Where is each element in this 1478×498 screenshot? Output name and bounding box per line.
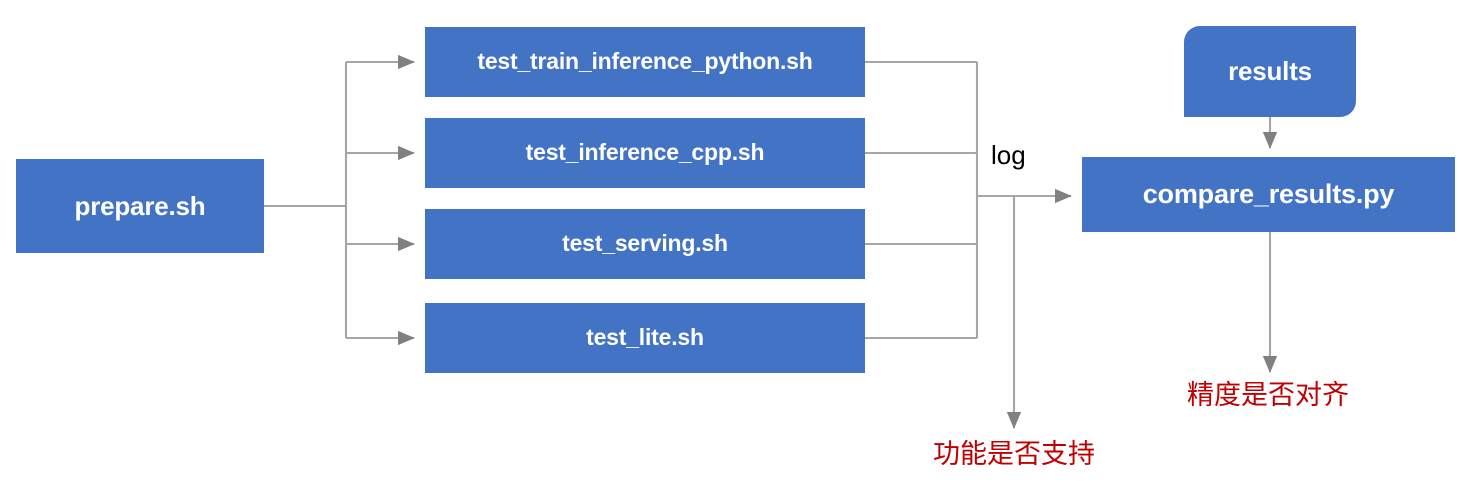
node-test-serving-sh[interactable]: test_serving.sh xyxy=(425,209,865,279)
node-test-lite-sh[interactable]: test_lite.sh xyxy=(425,303,865,373)
node-results[interactable]: results xyxy=(1184,26,1356,117)
edge-label-log: log xyxy=(991,140,1026,170)
node-compare-results-py[interactable]: compare_results.py xyxy=(1082,157,1455,232)
node-test-inference-cpp-sh[interactable]: test_inference_cpp.sh xyxy=(425,118,865,188)
note-feature-support: 功能是否支持 xyxy=(933,439,1095,469)
node-prepare-sh[interactable]: prepare.sh xyxy=(16,159,264,253)
note-precision-aligned: 精度是否对齐 xyxy=(1187,380,1349,410)
node-test-train-inference-python-sh[interactable]: test_train_inference_python.sh xyxy=(425,27,865,97)
